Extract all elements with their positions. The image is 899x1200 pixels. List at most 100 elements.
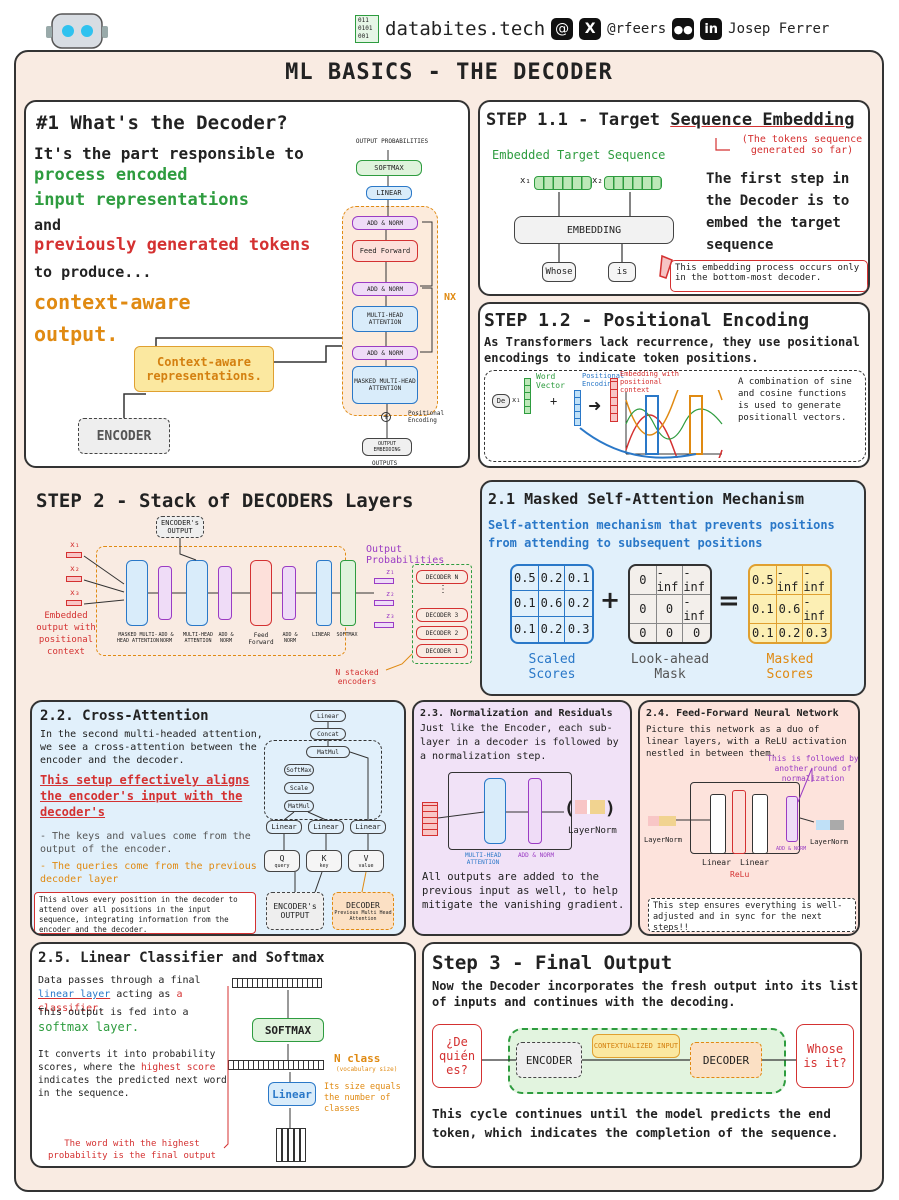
arch-addnorm: ADD & NORM [352, 216, 418, 230]
emb-out-label: Embedded output with positional context [36, 611, 96, 657]
panel-cross-attention: 2.2. Cross-Attention In the second multi… [30, 700, 406, 936]
arrows [223, 986, 291, 1149]
vec [66, 576, 82, 582]
note: (The tokens sequence generated so far) [741, 134, 863, 156]
layer-an [158, 566, 172, 620]
layer-linear [316, 560, 332, 626]
t: linear layer [38, 989, 111, 1000]
step2-title: STEP 2 - Stack of DECODERS Layers [36, 490, 414, 512]
foot: This cycle continues until the model pre… [432, 1106, 839, 1140]
arch-label: OUTPUT PROBABILITIES [355, 138, 429, 145]
dots: ⋮ [438, 584, 448, 595]
stack-arrows [83, 538, 413, 671]
panel-norm-residuals: 2.3. Normalization and Residuals Just li… [412, 700, 632, 936]
encoder-box: ENCODER [516, 1042, 582, 1078]
d-matmul: MatMul [306, 746, 350, 758]
t: This output is fed into a [38, 1007, 189, 1018]
lbl-mask: Look-ahead Mask [630, 652, 710, 682]
d-softmax: SoftMax [284, 764, 314, 776]
matrix-cell: -inf [683, 595, 710, 624]
page-title: ML BASICS - THE DECODER [285, 60, 613, 85]
medium-icon[interactable]: ●● [672, 18, 695, 40]
k-letter: K [321, 853, 327, 863]
linear-box: Linear [268, 1082, 316, 1106]
embedding-box: EMBEDDING [514, 216, 674, 244]
top-vector [232, 978, 322, 988]
dec-1: DECODER 1 [416, 644, 468, 658]
t: highest score [140, 1062, 216, 1073]
panel-what-is-decoder: #1 What's the Decoder? It's the part res… [24, 100, 470, 468]
t: It converts it into probability scores, … [38, 1049, 216, 1073]
matrix-cell: -inf [656, 566, 684, 595]
layer-softmax [340, 560, 356, 626]
input-vectors [276, 1128, 306, 1162]
binary-icon: 011 0101 001 [355, 15, 379, 43]
text-line: to produce... [34, 263, 152, 281]
lbl-masked: Masked Scores [766, 652, 814, 682]
equals-sign: = [718, 586, 740, 616]
dec-2: DECODER 2 [416, 626, 468, 640]
text-line: It's the part responsible to [34, 144, 304, 163]
matrix-cell: -inf [803, 566, 830, 595]
text-line: input representations [34, 190, 249, 210]
ln-block: () [564, 798, 616, 819]
matrix-cell: 0 [630, 624, 657, 642]
panel-step-1-2: STEP 1.2 - Positional Encoding As Transf… [478, 302, 870, 468]
stack-diagram: ENCODER's OUTPUT x₁ x₂ x₃ Embedded outpu… [36, 514, 472, 694]
lin2: Linear [740, 858, 769, 867]
arrows [437, 811, 564, 819]
wv-label: Word Vector [536, 372, 565, 390]
matrix-cell: 0.2 [565, 591, 592, 617]
brand-link[interactable]: databites.tech [385, 18, 546, 40]
matrix-cell: 0.6 [538, 591, 566, 617]
matrix-cell: 0.1 [512, 591, 539, 617]
l3: It converts it into probability scores, … [38, 1048, 238, 1100]
matrix-cell: -inf [776, 566, 804, 595]
token-is: is [608, 262, 636, 282]
matrix-cell: 0 [630, 566, 657, 595]
matrix-cell: 0.3 [805, 626, 828, 640]
lbl: MASKED MULTI-HEAD ATTENTION [116, 632, 160, 644]
layer-ff [250, 560, 272, 626]
desc: Now the Decoder incorporates the fresh o… [432, 979, 859, 1009]
dec-3: DECODER 3 [416, 608, 468, 622]
d-linear-q: Linear [266, 820, 302, 834]
q-letter: Q [279, 853, 285, 863]
decoder-stack-frame [412, 564, 472, 664]
token-whose: Whose [542, 262, 576, 282]
matrix-cell: 0.2 [539, 616, 566, 642]
enc-out: ENCODER's OUTPUT [156, 516, 204, 538]
decoder-box: DECODER [690, 1042, 762, 1078]
z-label: z₂ [386, 590, 395, 598]
handle-link[interactable]: @rfeers [607, 21, 667, 37]
arch-pos: Positional Encoding [408, 410, 445, 424]
threads-icon[interactable]: @ [551, 18, 574, 40]
x-label: x₃ [70, 588, 80, 597]
ln1: LayerNorm [644, 836, 682, 844]
layer-an [528, 778, 542, 844]
panel-masked-attention: 2.1 Masked Self-Attention Mechanism Self… [480, 480, 866, 696]
matrix-cell: 0.2 [538, 566, 566, 592]
pos-vector [574, 390, 581, 426]
t: indicates the predicted next word in the… [38, 1075, 227, 1099]
context-aware-box: Context-aware representations. [134, 346, 274, 392]
lbl: SOFTMAX [336, 632, 358, 638]
embed-vector [534, 176, 592, 190]
lbl: ADD & NORM [158, 632, 174, 644]
ln2: LayerNorm [810, 838, 848, 846]
sine-chart [625, 390, 723, 458]
x-icon[interactable]: X [579, 18, 602, 40]
title-part: STEP 1.1 - Target [486, 110, 671, 130]
mini-vec [816, 820, 844, 830]
d-linear-k: Linear [308, 820, 344, 834]
linkedin-icon[interactable]: in [700, 18, 723, 40]
layer-mmha [126, 560, 148, 626]
arch-nx: NX [444, 292, 457, 303]
d2: This setup effectively aligns the encode… [40, 773, 250, 819]
panel-ffn: 2.4. Feed-Forward Neural Network Picture… [638, 700, 860, 936]
layer-relu [732, 790, 746, 854]
arch-outputs: OUTPUTS [372, 460, 398, 467]
matrix-cell: 0 [657, 624, 684, 642]
